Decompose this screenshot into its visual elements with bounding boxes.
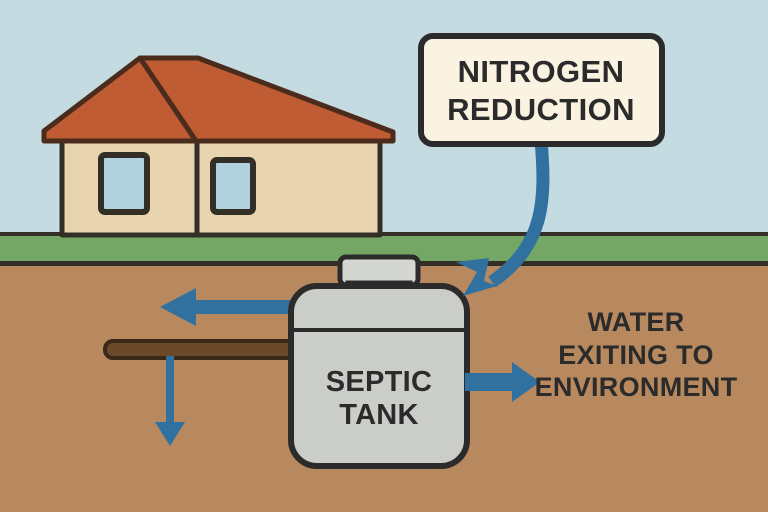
arrow-down-shape [155,356,185,446]
environment-label: WATER EXITING TO ENVIRONMENT [535,307,738,402]
arrow-left [160,288,300,326]
sign-label-line1: NITROGEN [458,54,625,89]
tank-label-line1: SEPTIC [326,366,433,398]
arrow-curved-shaft [488,139,550,288]
drain-pipe-bar [103,339,322,360]
sign-label-line2: REDUCTION [447,92,635,127]
window-left-icon [98,152,150,215]
arrow-curved-nitrogen [456,139,550,296]
arrow-left-shape [160,288,300,326]
septic-tank: SEPTIC TANK [288,254,470,469]
drain-pipe [103,339,322,360]
arrow-down [155,356,185,446]
arrow-right [465,362,540,402]
env-label-line2: EXITING TO [558,340,714,370]
arrow-curved-head [456,258,497,296]
arrow-right-shape [465,362,540,402]
house [41,55,396,238]
grass-top-outline [0,232,768,236]
env-label-line3: ENVIRONMENT [535,372,738,402]
env-label-line1: WATER [588,307,685,337]
roof-left-eave [41,55,199,144]
tank-label-line2: TANK [339,399,419,431]
sign-box[interactable] [418,33,665,147]
nitrogen-reduction-sign[interactable]: NITROGEN REDUCTION [418,33,665,147]
window-right-icon [210,157,256,215]
